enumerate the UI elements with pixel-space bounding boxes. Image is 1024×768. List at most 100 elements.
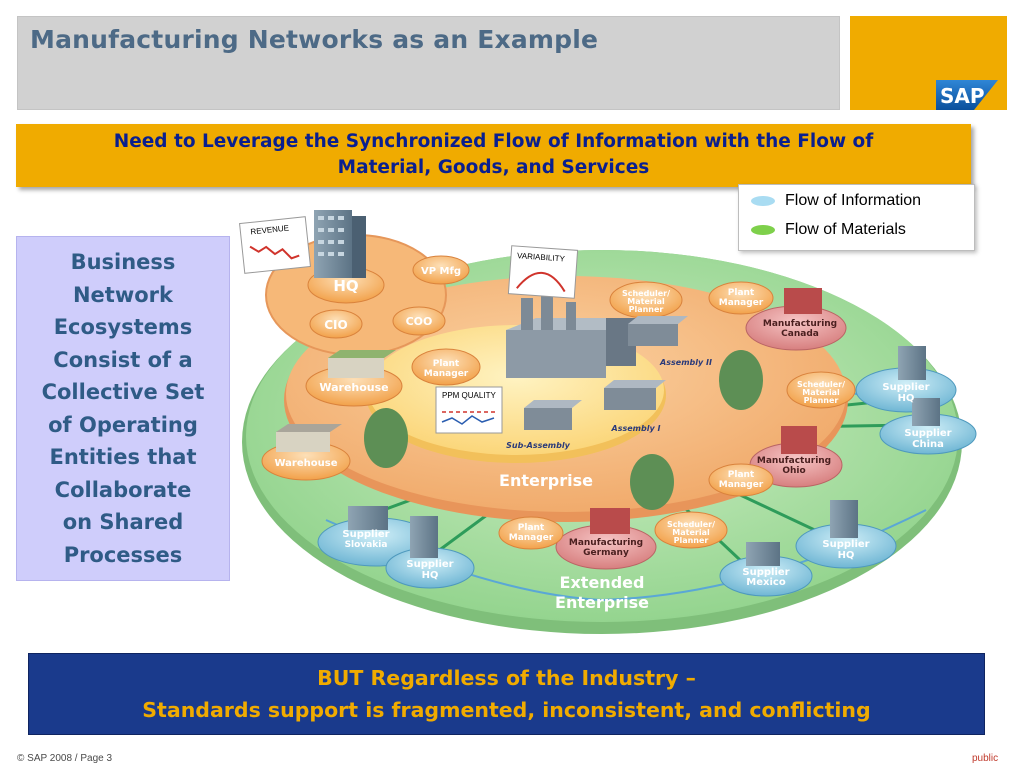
supplier-hq-bottom-left-label-1: Supplier [406,559,453,570]
ppm-quality-chart-card: PPM QUALITY [435,386,503,434]
extended-enterprise-label-2: Enterprise [555,593,649,612]
legend-label-materials: Flow of Materials [785,221,906,238]
assembly-i-label: Assembly I [611,424,661,433]
legend-label-information: Flow of Information [785,192,922,209]
callout-line: of Operating [48,412,198,437]
scheduler-right-label-1: Scheduler/ [797,380,845,389]
footer-classification: public [972,753,999,764]
variability-chart-title: VARIABILITY [517,251,566,263]
footer-copyright: © SAP 2008 / Page 3 [17,753,113,764]
headline-line-1: Need to Leverage the Synchronized Flow o… [113,131,874,152]
sap-logo: SAP [936,80,998,110]
callout-line: Collective Set [41,380,205,404]
coo-node [392,306,446,336]
vp-mfg-label: VP Mfg [421,266,461,277]
supplier-hq-bottom-left-label-2: HQ [422,570,439,581]
mfg-germany-label-2: Germany [583,548,629,558]
scheduler-bottom-node [654,511,728,549]
supplier-buildings-icons [348,346,940,566]
mfg-ohio-label-2: Ohio [782,466,805,476]
mfg-germany-label-1: Manufacturing [569,538,643,548]
extended-enterprise-label-1: Extended [560,573,645,592]
revenue-chart-card: REVENUE [239,216,311,274]
supplier-hq-bottom-right-label-1: Supplier [822,539,869,550]
plant-manager-center-label-2: Manager [424,369,469,379]
hq-tower-icon [314,210,366,278]
scheduler-right-node [786,371,856,409]
scheduler-bottom-label-3: Planner [674,536,709,545]
scheduler-top-label-1: Scheduler/ [622,289,670,298]
conclusion-line-2: Standards support is fragmented, inconsi… [142,698,871,722]
legend: Flow of Information Flow of Materials [738,184,975,251]
conclusion-text: BUT Regardless of the Industry – Standar… [29,654,984,726]
warehouse-1-building-icon [328,350,396,378]
callout-line: Entities that [49,445,197,469]
conclusion-banner: BUT Regardless of the Industry – Standar… [28,653,985,735]
tree-clusters-icons [364,350,763,510]
vp-mfg-node [412,255,470,285]
plant-manager-germany-node [498,516,564,550]
warehouse-2-building-icon [276,424,342,452]
supplier-china-label-1: Supplier [904,428,951,439]
supplier-china-label-2: China [912,439,944,450]
legend-swatch-information [751,196,775,206]
callout-line: Consist of a [53,347,193,372]
supplier-slovakia-label-1: Supplier [342,529,389,540]
title-bar: Manufacturing Networks as an Example [17,16,840,110]
callout-line: Network [72,282,173,307]
scheduler-right-label-2: Material [802,388,840,397]
factory-buildings-icons [590,288,822,534]
supplier-mexico-label-2: Mexico [746,577,786,588]
scheduler-bottom-label-2: Material [672,528,710,537]
scheduler-bottom-label-1: Scheduler/ [667,520,715,529]
revenue-chart-title: REVENUE [250,223,289,236]
legend-item-information: Flow of Information [751,192,921,210]
diagram-labels: HQ VP Mfg CIO COO Plant Manager Warehous… [275,266,952,612]
cio-node [309,309,363,339]
scheduler-top-label-3: Planner [629,305,664,314]
plant-manager-ohio-node [708,463,774,497]
callout-line: Business [70,250,176,274]
plant-manager-center-node [411,348,481,386]
headline-text: Need to Leverage the Synchronized Flow o… [16,124,971,181]
main-plant-icon [506,290,636,378]
supplier-hq-right-label-2: HQ [898,393,915,404]
scheduler-top-label-2: Material [627,297,665,306]
mfg-ohio-label-1: Manufacturing [757,456,831,466]
assembly-ii-building-icon [628,316,688,346]
callout-line: Collaborate [54,477,192,502]
plant-manager-germany-label-1: Plant [518,523,545,533]
supplier-mexico-label-1: Supplier [742,567,789,578]
conclusion-line-1: BUT Regardless of the Industry – [317,666,696,690]
callout-line: on Shared [62,510,184,534]
supplier-hq-right-label-1: Supplier [882,382,929,393]
plant-manager-canada-label-1: Plant [728,288,755,298]
plant-manager-center-label-1: Plant [433,359,460,369]
scheduler-right-label-3: Planner [804,396,839,405]
warehouse-2-label: Warehouse [275,458,338,469]
mfg-canada-label-2: Canada [781,329,819,339]
variability-chart-card: VARIABILITY [507,245,579,299]
assembly-i-building-icon [604,380,666,410]
headline-line-2: Material, Goods, and Services [337,157,650,178]
sap-logo-text: SAP [940,84,985,108]
supplier-slovakia-label-2: Slovakia [345,540,388,550]
ecosystem-callout: Business Network Ecosystems Consist of a… [16,236,230,581]
plant-manager-ohio-label-1: Plant [728,470,755,480]
headline-banner: Need to Leverage the Synchronized Flow o… [16,124,971,187]
supplier-hq-bottom-right-label-2: HQ [838,550,855,561]
hq-label: HQ [333,277,358,295]
legend-swatch-materials [751,225,775,235]
page-title: Manufacturing Networks as an Example [30,25,599,54]
manufacturing-network-diagram: REVENUE VARIABILITY PPM QUALITY HQ VP Mf… [239,210,977,634]
plant-manager-ohio-label-2: Manager [719,480,764,490]
ecosystem-callout-text: Business Network Ecosystems Consist of a… [42,246,205,571]
logo-panel: SAP [850,16,1007,110]
cio-label: CIO [324,318,347,332]
plant-manager-canada-label-2: Manager [719,298,764,308]
enterprise-label: Enterprise [499,471,593,490]
ppm-quality-chart-title: PPM QUALITY [442,391,496,400]
plant-manager-canada-node [708,281,774,315]
legend-item-materials: Flow of Materials [751,221,906,239]
sub-assembly-building-icon [524,400,582,430]
